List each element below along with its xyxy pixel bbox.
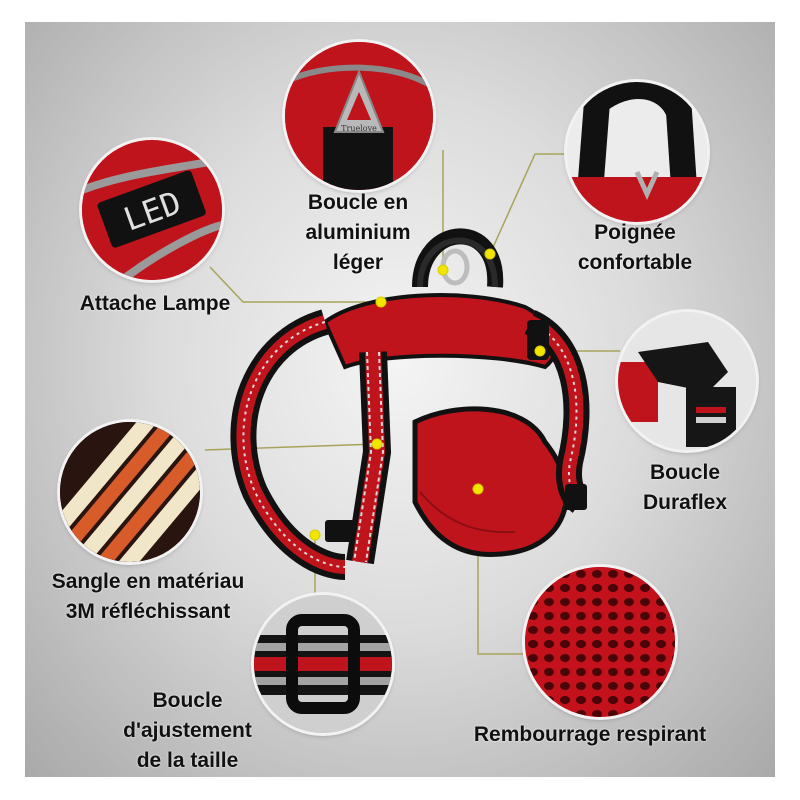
label-mesh-padding: Rembourrage respirant — [473, 723, 707, 746]
label-aluminium-buckle: Boucle en aluminium léger — [305, 191, 411, 274]
label-waist-buckle: Boucle d'ajustement de la taille — [123, 689, 252, 772]
chest-pad — [412, 406, 569, 558]
harness-illustration — [230, 228, 590, 580]
product-image-stage: Truelove LED — [25, 22, 775, 777]
photo-aluminium-buckle: Truelove — [285, 42, 433, 190]
callout-dots — [309, 248, 546, 541]
waist-buckle-shape — [325, 520, 355, 542]
photo-handle — [567, 82, 707, 222]
photo-duraflex-buckle — [618, 312, 756, 450]
line-handle — [489, 153, 570, 255]
photo-reflective-strap — [60, 422, 200, 562]
brand-mark-text: Truelove — [341, 124, 377, 133]
label-duraflex-buckle: Boucle Duraflex — [642, 461, 728, 514]
label-lamp-attachment: Attache Lampe — [79, 292, 231, 315]
photo-mesh-padding — [525, 567, 675, 717]
label-handle: Poignée confortable — [577, 221, 693, 274]
label-reflective-strap: Sangle en matériau 3M réfléchissant — [51, 570, 245, 623]
photo-lamp-attachment: LED — [82, 140, 222, 280]
photo-waist-buckle — [254, 595, 392, 733]
